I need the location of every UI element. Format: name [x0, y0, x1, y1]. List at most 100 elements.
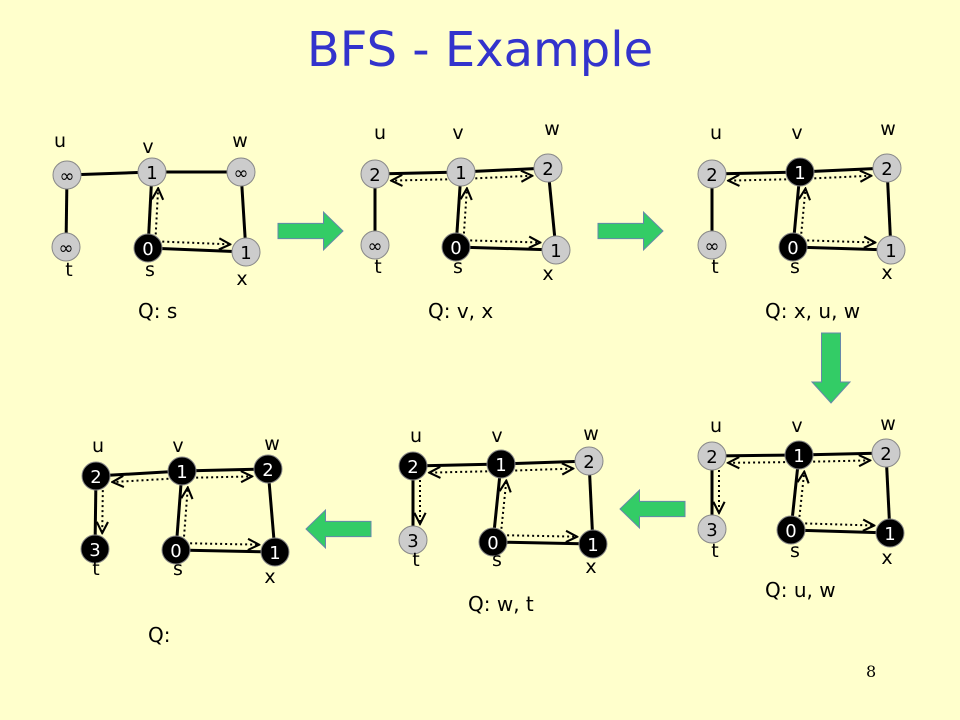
vertex-u-distance: 2: [90, 467, 101, 488]
vertex-s: [441, 232, 471, 262]
vertex-label-x: x: [881, 262, 892, 284]
tree-edge-v-w: [475, 176, 532, 179]
vertex-label-w: w: [583, 423, 599, 445]
vertex-label-s: s: [173, 558, 183, 580]
tree-edge-s-x: [805, 523, 874, 525]
vertex-v-distance: 1: [146, 163, 157, 184]
vertex-label-t: t: [412, 549, 419, 571]
tree-edge-v-w: [515, 469, 573, 471]
vertex-label-u: u: [92, 435, 104, 457]
tree-edge-s-v: [501, 481, 506, 529]
vertex-label-w: w: [544, 118, 560, 140]
tree-edge-s-x: [162, 242, 230, 245]
vertex-s: [776, 515, 806, 545]
queue-label: Q: s: [138, 299, 177, 323]
graph-edge-u-v: [711, 170, 801, 176]
vertex-label-v: v: [452, 122, 463, 144]
vertex-s-distance: 0: [487, 533, 498, 554]
tree-edge-s-x: [470, 240, 540, 242]
vertex-u: [360, 159, 390, 189]
vertex-u-distance: 2: [706, 447, 717, 468]
vertex-label-v: v: [491, 425, 502, 447]
graph-edge-s-x: [792, 245, 892, 252]
vertex-x-distance: 1: [269, 543, 280, 564]
vertex-x-distance: 1: [550, 241, 561, 262]
vertex-w-distance: ∞: [234, 163, 249, 184]
graph-edge-u-v: [711, 453, 800, 458]
queue-label: Q: x, u, w: [765, 299, 860, 323]
vertex-x: [541, 235, 571, 265]
tree-edge-s-v: [799, 472, 804, 517]
tree-edge-v-u: [112, 479, 169, 482]
graph-edge-v-w: [799, 166, 888, 174]
vertex-u-distance: 2: [407, 457, 418, 478]
vertex-v: [784, 440, 814, 470]
vertex-w: [533, 153, 563, 183]
vertex-label-s: s: [790, 256, 800, 278]
vertex-t: [697, 230, 727, 260]
vertex-v-distance: 1: [793, 446, 804, 467]
vertex-u-distance: 2: [706, 165, 717, 186]
vertex-w: [872, 153, 902, 183]
graph-edge-v-w: [500, 459, 590, 466]
vertex-t: [398, 525, 428, 555]
vertex-t-distance: 3: [706, 520, 717, 541]
vertex-t: [360, 230, 390, 260]
vertex-u-distance: ∞: [60, 166, 75, 187]
vertex-w-distance: 2: [262, 460, 273, 481]
tree-edge-v-u: [391, 179, 448, 180]
vertex-v-distance: 1: [176, 462, 187, 483]
vertex-u: [697, 441, 727, 471]
vertex-label-x: x: [264, 566, 275, 588]
tree-edge-v-u: [728, 179, 787, 180]
vertex-label-s: s: [453, 256, 463, 278]
vertex-x-distance: 1: [884, 524, 895, 545]
vertex-label-s: s: [492, 549, 502, 571]
vertex-x-distance: 1: [885, 241, 896, 262]
vertex-label-t: t: [65, 259, 72, 281]
graph-edge-s-x: [790, 528, 891, 535]
graph-edge-s-x: [147, 246, 247, 254]
vertex-label-t: t: [374, 256, 381, 278]
vertex-v: [167, 456, 197, 486]
vertex-v: [486, 449, 516, 479]
vertex-label-x: x: [585, 556, 596, 578]
page-number: 8: [866, 662, 877, 681]
vertex-x: [260, 537, 290, 567]
tree-edge-s-x: [807, 240, 875, 242]
vertex-label-w: w: [880, 413, 896, 435]
graph-edge-s-x: [175, 548, 276, 554]
tree-edge-s-v: [464, 188, 467, 234]
vertex-w-distance: 2: [881, 159, 892, 180]
vertex-t-distance: ∞: [368, 236, 383, 257]
graph-edge-v-w: [460, 166, 549, 174]
vertex-x: [876, 235, 906, 265]
vertex-t: [697, 514, 727, 544]
vertex-t-distance: ∞: [59, 238, 74, 259]
vertex-t-distance: 3: [89, 540, 100, 561]
graph-edge-u-v: [412, 462, 502, 468]
vertex-label-v: v: [142, 136, 153, 158]
vertex-x-distance: 1: [240, 243, 251, 264]
vertex-w-distance: 2: [583, 452, 594, 473]
vertex-w: [226, 157, 256, 187]
vertex-u: [398, 451, 428, 481]
vertex-v-distance: 1: [495, 455, 506, 476]
tree-edge-s-v: [801, 189, 805, 234]
vertex-s-distance: 0: [450, 238, 461, 259]
tree-edge-v-u: [429, 471, 488, 472]
queue-label: Q:: [148, 623, 170, 647]
vertex-t: [51, 232, 81, 262]
slide-title: BFS - Example: [306, 22, 654, 78]
vertex-label-u: u: [374, 122, 386, 144]
vertex-s-distance: 0: [787, 238, 798, 259]
vertex-label-w: w: [880, 118, 896, 140]
tree-edge-u-t: [102, 490, 103, 533]
vertex-v: [137, 157, 167, 187]
tree-edge-s-x: [507, 535, 577, 536]
